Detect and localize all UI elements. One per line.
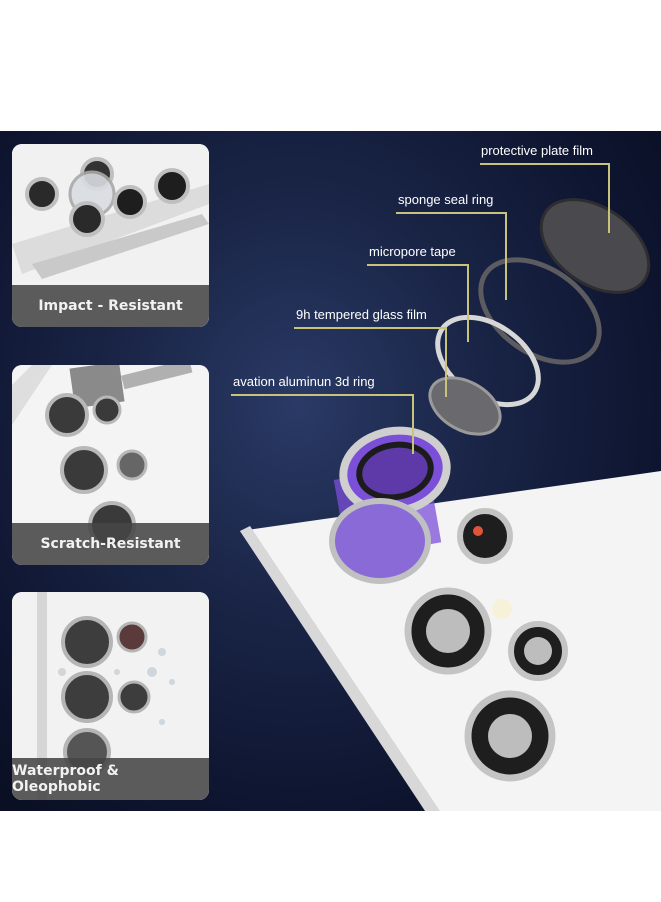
product-banner: Impact - Resistant Scratch-Resistant [0, 131, 661, 811]
callout-underline [480, 163, 610, 165]
callout-sponge-seal-ring: sponge seal ring [398, 192, 494, 207]
callout-tempered-glass-film: 9h tempered glass film [296, 307, 427, 322]
feature-panel-waterproof: Waterproof & Oleophobic [12, 592, 209, 800]
tempered-glass-shape [428, 376, 502, 436]
callout-leader [467, 264, 469, 342]
callout-leader [505, 212, 507, 300]
callout-leader [445, 327, 447, 397]
callout-underline [396, 212, 506, 214]
sponge-seal-ring-shape [478, 257, 602, 365]
feature-panel-impact: Impact - Resistant [12, 144, 209, 327]
callout-underline [367, 264, 469, 266]
callout-underline [231, 394, 413, 396]
feature-caption: Scratch-Resistant [12, 523, 209, 565]
callout-underline [294, 327, 446, 329]
exploded-lens-diagram [240, 198, 661, 811]
protective-plate-film-shape [539, 198, 651, 294]
feature-panel-scratch: Scratch-Resistant [12, 365, 209, 565]
callout-micropore-tape: micropore tape [369, 244, 456, 259]
feature-caption: Waterproof & Oleophobic [12, 758, 209, 800]
callout-leader [412, 394, 414, 454]
callout-aluminum-3d-ring: avation aluminun 3d ring [233, 374, 375, 389]
callout-protective-plate-film: protective plate film [481, 143, 593, 158]
feature-caption: Impact - Resistant [12, 285, 209, 327]
impact-lens-photo [12, 144, 209, 327]
callout-leader [608, 163, 610, 233]
